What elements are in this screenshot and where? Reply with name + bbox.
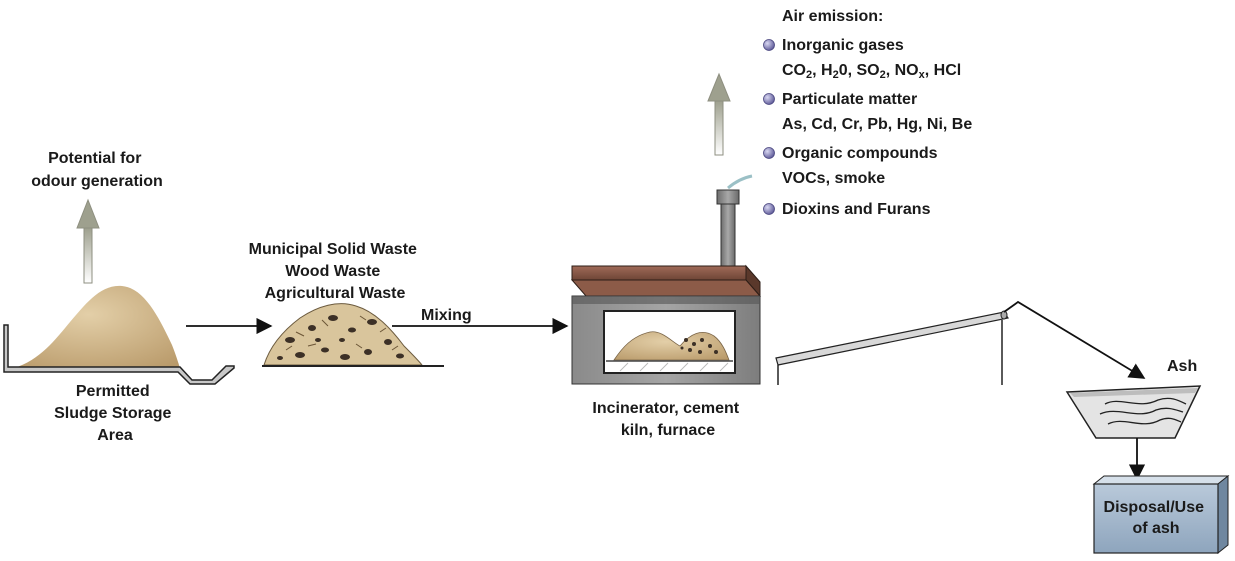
emission-item-detail: As, Cd, Cr, Pb, Hg, Ni, Be: [782, 116, 972, 133]
ash-conveyor: [775, 310, 1009, 385]
storage-label: Permitted Sludge Storage Area: [54, 383, 176, 444]
incinerator: [570, 174, 762, 385]
bullet-icon: [763, 93, 775, 105]
emission-item-name: Organic compounds: [782, 145, 938, 162]
waste-label: Municipal Solid Waste Wood Waste Agricul…: [249, 241, 422, 302]
disposal-box: [1092, 474, 1230, 555]
emission-item-detail: CO2, H20, SO2, NOx, HCl: [782, 62, 961, 81]
bullet-icon: [763, 147, 775, 159]
emission-item-name: Inorganic gases: [782, 37, 904, 54]
mixed-waste-pile: [262, 303, 444, 367]
sludge-storage-pile: [3, 285, 235, 385]
emission-arrow: [707, 72, 731, 156]
bullet-icon: [763, 39, 775, 51]
incinerator-label: Incinerator, cement kiln, furnace: [592, 400, 743, 439]
emission-title: Air emission:: [782, 8, 883, 25]
bullet-icon: [763, 203, 775, 215]
emission-item-name: Dioxins and Furans: [782, 201, 931, 218]
ash-label: Ash: [1167, 358, 1197, 375]
odour-arrow: [76, 198, 100, 284]
flow-arrow-to-ash: [1003, 300, 1146, 379]
mixing-label: Mixing: [421, 307, 472, 324]
odour-label: Potential for odour generation: [31, 150, 163, 190]
emission-item-name: Particulate matter: [782, 91, 917, 108]
disposal-label: Disposal/Use of ash: [1104, 499, 1209, 537]
emission-item-detail: VOCs, smoke: [782, 170, 885, 187]
ash-bin: [1065, 385, 1202, 439]
